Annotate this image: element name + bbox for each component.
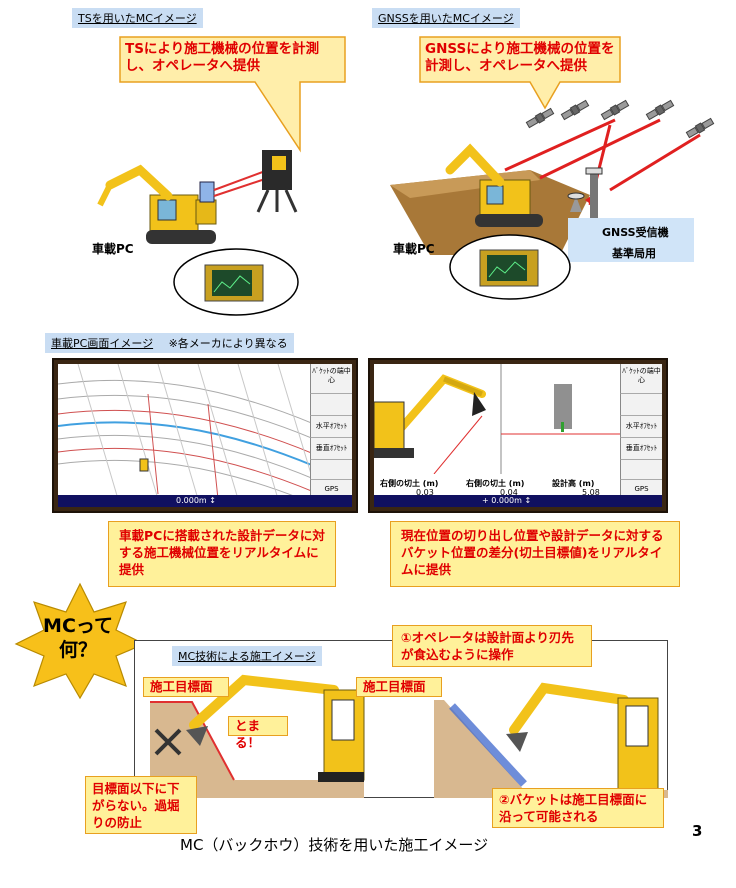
section-view-graphic	[374, 364, 624, 474]
plan-view-display: ﾊﾞｹｯﾄの端中心 水平ｵﾌｾｯﾄ 垂直ｵﾌｾｯﾄ GPS 0.000m ↕	[58, 364, 352, 507]
blank-button-2[interactable]	[310, 460, 352, 480]
readout-right-cut-2-label: 右側の切土 (m)	[466, 479, 525, 488]
gnss-callout: GNSSにより施工機械の位置を計測し、オペレータへ提供	[425, 41, 615, 74]
excavator-left	[186, 674, 365, 782]
readout-right-cut-1-label: 右側の切土 (m)	[380, 479, 439, 488]
bucket-edge-center-button-2[interactable]: ﾊﾞｹｯﾄの端中心	[620, 364, 662, 394]
gnss-illustration	[390, 36, 715, 300]
vertical-offset-button[interactable]: 垂直ｵﾌｾｯﾄ	[310, 438, 352, 460]
excavator-right	[506, 682, 659, 791]
readout-right-cut-2-value: 0.04	[500, 488, 518, 497]
gnss-receiver	[585, 167, 603, 218]
bucket-note: ②バケットは施工目標面に沿って可能される	[492, 788, 664, 828]
mc-star-shape	[14, 582, 146, 700]
readout-design-height-value: 5.08	[582, 488, 600, 497]
plan-view-status: 0.000m ↕	[58, 495, 352, 507]
gnss-pc-label: 車載PC	[393, 242, 435, 256]
ts-illustration	[97, 36, 346, 316]
gnss-pc-inset	[449, 234, 571, 300]
readout-right-cut-1-value: 0.03	[416, 488, 434, 497]
target-surface-label-left: 施工目標面	[143, 677, 229, 697]
blank-button-4[interactable]	[620, 460, 662, 480]
satellites	[525, 99, 715, 139]
mc-illustration	[150, 674, 668, 798]
plan-view-status-text: 0.000m ↕	[176, 496, 216, 505]
gnss-section-title: GNSSを用いたMCイメージ	[372, 8, 520, 28]
section-view-status-text: + 0.000m ↕	[482, 496, 532, 505]
plan-view-explanation: 車載PCに搭載された設計データに対する施工機械位置をリアルタイムに提供	[108, 521, 336, 587]
vertical-offset-button-2[interactable]: 垂直ｵﾌｾｯﾄ	[620, 438, 662, 460]
base-station-label: 基準局用	[612, 247, 656, 260]
ts-callout: TSにより施工機械の位置を計測し、オペレータへ提供	[125, 41, 320, 74]
horizontal-offset-button-2[interactable]: 水平ｵﾌｾｯﾄ	[620, 416, 662, 438]
page-number: 3	[692, 822, 703, 840]
pc-screen-section-title: 車載PC画面イメージ ※各メーカにより異なる	[45, 333, 294, 353]
pc-screen-title-text: 車載PC画面イメージ	[51, 337, 154, 350]
horizontal-offset-button[interactable]: 水平ｵﾌｾｯﾄ	[310, 416, 352, 438]
section-view-status: + 0.000m ↕	[374, 495, 662, 507]
target-surface-label-right: 施工目標面	[356, 677, 442, 697]
page-caption: MC（バックホウ）技術を用いた施工イメージ	[180, 836, 489, 854]
ts-pc-inset	[173, 248, 299, 316]
operator-note: ①オペレータは設計面より刃先が食込むように操作	[392, 625, 592, 667]
pc-screen-note: ※各メーカにより異なる	[168, 337, 288, 350]
mc-star-text: MCって何？	[43, 615, 113, 661]
gnss-excavator	[445, 143, 543, 227]
section-view-display: 右側の切土 (m) 0.03 右側の切土 (m) 0.04 設計高 (m) 5.…	[374, 364, 662, 507]
blank-button-1[interactable]	[310, 394, 352, 416]
bucket-edge-center-button[interactable]: ﾊﾞｹｯﾄの端中心	[310, 364, 352, 394]
section-view-explanation: 現在位置の切り出し位置や設計データに対するバケット位置の差分(切土目標値)をリア…	[390, 521, 680, 587]
ts-pc-label: 車載PC	[92, 242, 134, 256]
ts-section-title: TSを用いたMCイメージ	[72, 8, 203, 28]
blank-button-3[interactable]	[620, 394, 662, 416]
total-station	[256, 150, 298, 213]
plan-view-map	[58, 364, 314, 499]
gnss-receiver-label: GNSS受信機	[602, 226, 669, 239]
overdig-prevention-note: 目標面以下に下がらない。過堀りの防止	[85, 776, 197, 834]
pc-screen-plan-view: ﾊﾞｹｯﾄの端中心 水平ｵﾌｾｯﾄ 垂直ｵﾌｾｯﾄ GPS 0.000m ↕	[52, 358, 358, 513]
stop-label: とまる！	[228, 716, 288, 750]
ts-excavator	[97, 164, 217, 244]
mc-section-title: MC技術による施工イメージ	[172, 646, 322, 666]
base-station	[567, 192, 585, 212]
readout-design-height-label: 設計高 (m)	[552, 479, 595, 488]
pc-screen-section-view: 右側の切土 (m) 0.03 右側の切土 (m) 0.04 設計高 (m) 5.…	[368, 358, 668, 513]
